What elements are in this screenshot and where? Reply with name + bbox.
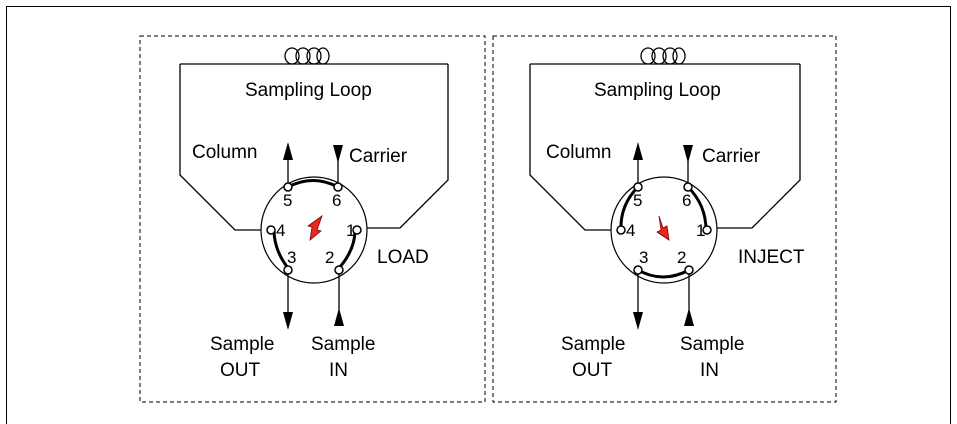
port-3-label: 3 xyxy=(287,248,296,267)
panel-inject: Sampling Loop 1 2 3 4 5 6 xyxy=(492,35,837,403)
column-outlet-arrow-icon xyxy=(633,142,643,183)
panel-load: Sampling Loop 1 2 3 4 5 6 xyxy=(139,35,486,403)
rotor-direction-icon xyxy=(656,215,670,241)
sampling-loop-label: Sampling Loop xyxy=(245,80,372,101)
column-outlet-arrow-icon xyxy=(283,142,293,183)
figure-frame xyxy=(6,6,951,424)
sample-out-label-line2: OUT xyxy=(220,360,261,381)
loop-left-line xyxy=(179,64,270,231)
carrier-inlet-arrow-icon xyxy=(333,145,343,183)
port-2-label: 2 xyxy=(325,248,334,267)
sample-in-label-line1: Sample xyxy=(680,334,744,355)
panel-border xyxy=(492,35,837,403)
port-4-label: 4 xyxy=(626,221,635,240)
sampling-loop-label: Sampling Loop xyxy=(594,80,721,101)
port-1-label: 1 xyxy=(696,221,705,240)
sample-out-label-line1: Sample xyxy=(561,334,625,355)
rotor-direction-icon xyxy=(307,214,323,241)
port-5-label: 5 xyxy=(633,191,642,210)
sample-in-arrow-icon xyxy=(684,274,694,326)
mode-label: LOAD xyxy=(377,247,429,268)
carrier-inlet-arrow-icon xyxy=(683,145,693,183)
sample-in-label-line2: IN xyxy=(700,360,719,381)
loop-right-line xyxy=(364,64,449,229)
port-6-label: 6 xyxy=(682,191,691,210)
sample-in-label-line1: Sample xyxy=(311,334,375,355)
column-label: Column xyxy=(546,142,611,163)
mode-label: INJECT xyxy=(738,247,805,268)
sample-out-label-line2: OUT xyxy=(572,360,613,381)
column-label: Column xyxy=(192,142,257,163)
loop-left-line xyxy=(529,64,617,231)
port-3-label: 3 xyxy=(639,248,648,267)
sample-in-label-line2: IN xyxy=(329,360,348,381)
sample-out-arrow-icon xyxy=(633,274,643,330)
carrier-label: Carrier xyxy=(349,146,408,167)
sampling-loop-coil-icon xyxy=(530,47,800,65)
port-5-label: 5 xyxy=(283,191,292,210)
loop-right-line xyxy=(714,64,801,229)
panel-border xyxy=(139,35,486,403)
port-4-label: 4 xyxy=(276,221,285,240)
port-2-label: 2 xyxy=(677,248,686,267)
port-6-label: 6 xyxy=(332,191,341,210)
carrier-label: Carrier xyxy=(702,146,761,167)
sample-out-label-line1: Sample xyxy=(210,334,274,355)
sample-out-arrow-icon xyxy=(283,274,293,330)
sampling-loop-coil-icon xyxy=(180,47,448,65)
ports xyxy=(616,182,712,275)
sample-in-arrow-icon xyxy=(334,274,344,326)
port-1-label: 1 xyxy=(346,221,355,240)
